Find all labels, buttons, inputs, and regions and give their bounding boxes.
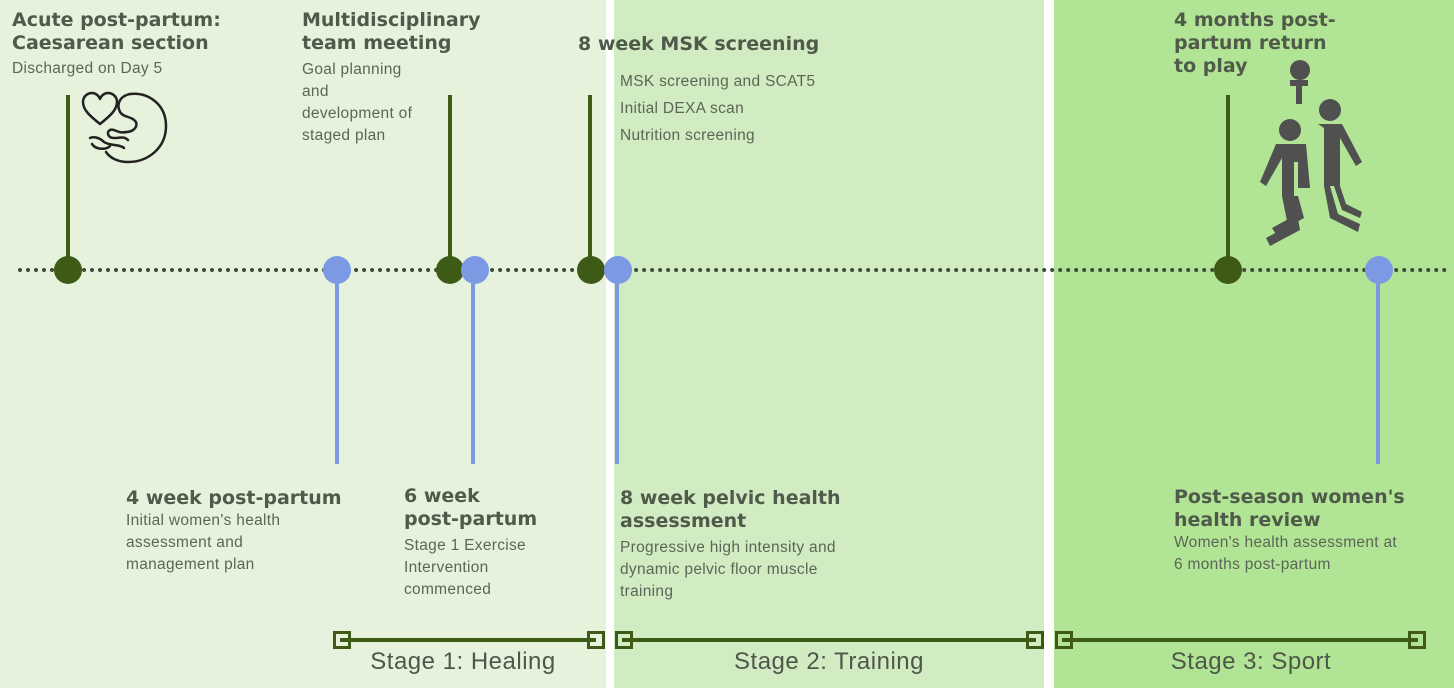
event-desc: and — [302, 83, 329, 100]
event-title: 6 week — [404, 485, 480, 507]
event-8wk-pelvic: 8 week pelvic health assessment Progress… — [620, 487, 920, 603]
event-title: 8 week MSK screening — [578, 33, 820, 55]
event-title: Acute post-partum: — [12, 9, 221, 31]
stem-6wk — [471, 270, 475, 464]
stage-2-bar — [622, 638, 1036, 642]
event-desc: MSK screening and SCAT5 — [620, 73, 816, 90]
event-title: post-partum — [404, 508, 538, 530]
event-acute-postpartum: Acute post-partum: Caesarean section Dis… — [12, 9, 302, 80]
stage-3-background — [1054, 0, 1454, 688]
stage-2-end-marker — [1026, 631, 1044, 649]
stem-4-months — [1226, 95, 1230, 270]
stage-2-background — [614, 0, 1044, 688]
event-title: partum return — [1174, 32, 1327, 54]
event-desc: training — [620, 583, 674, 600]
stage-3-bar — [1062, 638, 1418, 642]
node-8wk-pelvic — [604, 256, 632, 284]
event-post-season: Post-season women's health review Women'… — [1174, 486, 1450, 576]
node-acute-postpartum — [54, 256, 82, 284]
node-6wk — [461, 256, 489, 284]
event-title: health review — [1174, 509, 1321, 531]
event-title: assessment — [620, 510, 747, 532]
event-desc: Goal planning — [302, 61, 402, 78]
stage-3-label: Stage 3: Sport — [1170, 648, 1332, 675]
stage-1-start-marker — [333, 631, 351, 649]
event-desc: Discharged on Day 5 — [12, 60, 163, 77]
event-title: Caesarean section — [12, 32, 209, 54]
event-8wk-msk-details: MSK screening and SCAT5 Initial DEXA sca… — [620, 68, 980, 149]
stem-post-season — [1376, 270, 1380, 464]
stage-2-start-marker — [615, 631, 633, 649]
event-title: to play — [1174, 55, 1248, 77]
stage-1-label: Stage 1: Healing — [370, 648, 556, 675]
stage-1-background — [0, 0, 606, 688]
node-post-season — [1365, 256, 1393, 284]
event-title: Multidisciplinary — [302, 9, 481, 31]
stem-mdt-meeting — [448, 95, 452, 270]
event-8wk-msk: 8 week MSK screening — [578, 33, 958, 56]
event-desc: staged plan — [302, 127, 386, 144]
event-desc: development of — [302, 105, 413, 122]
node-4wk — [323, 256, 351, 284]
stem-4wk — [335, 270, 339, 464]
event-title: 4 week post-partum — [126, 487, 342, 509]
event-desc: Stage 1 Exercise — [404, 537, 526, 554]
event-desc: commenced — [404, 581, 492, 598]
timeline-axis — [18, 268, 1448, 272]
stage-1-bar — [340, 638, 596, 642]
stage-3-end-marker — [1408, 631, 1426, 649]
event-desc: Intervention — [404, 559, 489, 576]
event-title: Post-season women's — [1174, 486, 1405, 508]
stem-8wk-pelvic — [615, 270, 619, 464]
pregnancy-icon — [81, 91, 168, 164]
node-8wk-msk — [577, 256, 605, 284]
event-desc: Initial DEXA scan — [620, 100, 744, 117]
event-desc: Nutrition screening — [620, 127, 755, 144]
event-mdt-meeting: Multidisciplinary team meeting Goal plan… — [302, 9, 562, 147]
event-title: 4 months post- — [1174, 9, 1336, 31]
event-6wk: 6 week post-partum Stage 1 Exercise Inte… — [404, 485, 604, 601]
stem-8wk-msk — [588, 95, 592, 270]
event-desc: management plan — [126, 556, 255, 573]
event-desc: dynamic pelvic floor muscle — [620, 561, 818, 578]
event-title: 8 week pelvic health — [620, 487, 841, 509]
event-desc: Progressive high intensity and — [620, 539, 836, 556]
event-4-months: 4 months post- partum return to play — [1174, 9, 1434, 78]
event-desc: assessment and — [126, 534, 244, 551]
event-desc: Women's health assessment at — [1174, 534, 1398, 551]
node-mdt-meeting — [436, 256, 464, 284]
event-desc: 6 months post-partum — [1174, 556, 1331, 573]
event-title: team meeting — [302, 32, 452, 54]
stem-acute-postpartum — [66, 95, 70, 270]
stage-2-label: Stage 2: Training — [734, 648, 924, 675]
basketball-players-icon — [1260, 60, 1362, 246]
node-4-months — [1214, 256, 1242, 284]
event-desc: Initial women's health — [126, 512, 281, 529]
event-4wk: 4 week post-partum Initial women's healt… — [126, 487, 426, 576]
stage-1-end-marker — [587, 631, 605, 649]
stage-3-start-marker — [1055, 631, 1073, 649]
